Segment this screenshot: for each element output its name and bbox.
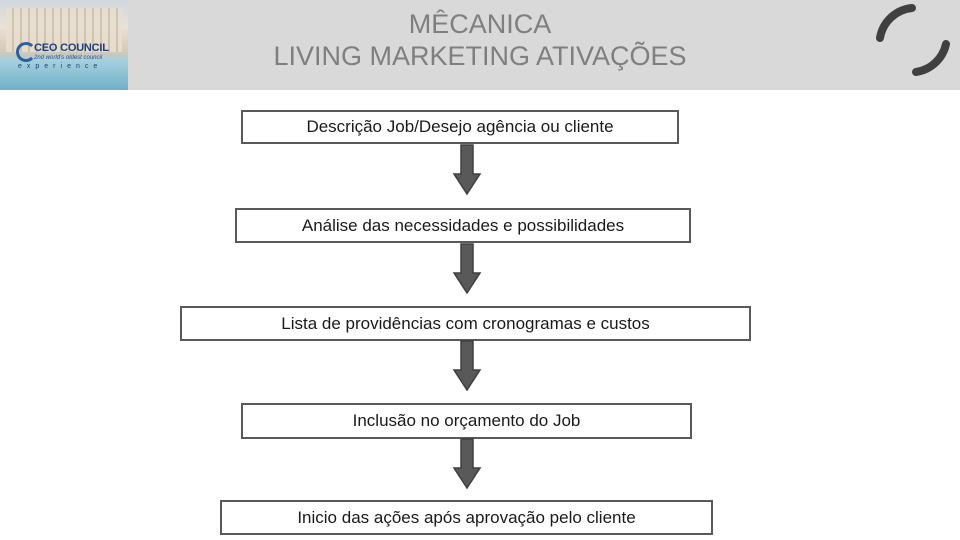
council-mark-icon (16, 42, 36, 62)
page-title-line2: LIVING MARKETING ATIVAÇÕES (200, 41, 760, 71)
down-arrow-4 (452, 438, 482, 490)
flow-step-5: Inicio das ações após aprovação pelo cli… (220, 500, 713, 535)
logo-subtitle: experience (18, 63, 102, 70)
down-arrow-2 (452, 243, 482, 295)
flow-step-1: Descrição Job/Desejo agência ou cliente (241, 110, 679, 144)
flow-step-4: Inclusão no orçamento do Job (241, 403, 692, 439)
down-arrow-3 (452, 340, 482, 392)
ceo-council-logo: CEO COUNCIL 2nd world's oldest council e… (0, 0, 128, 90)
logo-name: CEO COUNCIL (34, 42, 109, 54)
header-band: CEO COUNCIL 2nd world's oldest council e… (0, 0, 960, 90)
flow-step-2: Análise das necessidades e possibilidade… (235, 208, 691, 243)
corner-bracket-icon (868, 0, 960, 86)
down-arrow-1 (452, 144, 482, 196)
logo-tagline: 2nd world's oldest council (34, 55, 102, 61)
flow-step-3: Lista de providências com cronogramas e … (180, 306, 751, 341)
page-title-line1: MÊCANICA (200, 9, 760, 39)
